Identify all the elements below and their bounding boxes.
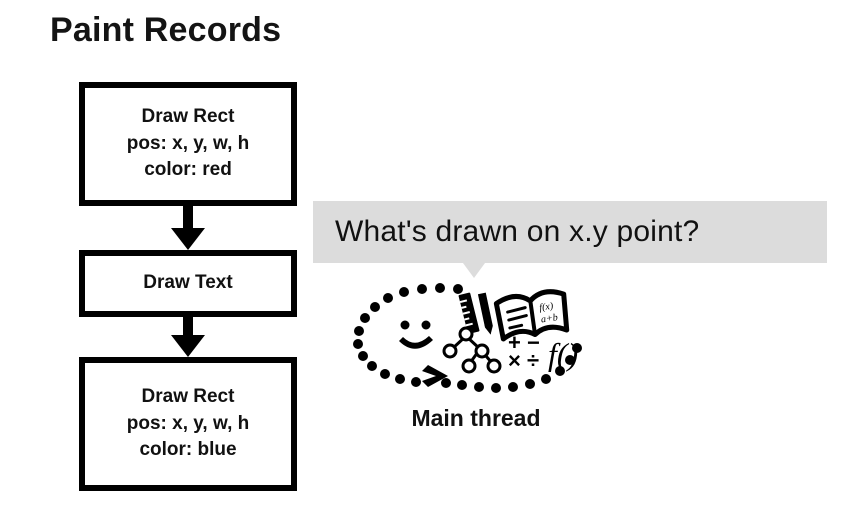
question-speech-bubble: What's drawn on x.y point? xyxy=(313,201,827,263)
open-book-icon: f(x) a+b xyxy=(493,289,570,342)
math-operators: + − × ÷ xyxy=(508,330,540,373)
record-line-title: Draw Text xyxy=(143,272,233,294)
question-text: What's drawn on x.y point? xyxy=(335,215,700,248)
ruler-icon xyxy=(458,292,480,334)
arrow-shaft xyxy=(183,206,193,230)
record-line-color: color: red xyxy=(144,159,232,181)
paint-record-box-draw-text: Draw Text xyxy=(79,250,297,317)
record-line-color: color: blue xyxy=(139,439,237,461)
main-thread-label: Main thread xyxy=(411,405,541,431)
record-line-title: Draw Rect xyxy=(141,105,235,127)
svg-text:+ −: + − xyxy=(508,330,540,355)
arrow-head xyxy=(171,335,205,357)
arrow-shaft xyxy=(183,317,193,337)
down-arrow-icon xyxy=(166,206,210,250)
record-line-title: Draw Rect xyxy=(141,385,235,407)
pencil-icon xyxy=(477,292,493,335)
function-notation-icon: f() xyxy=(548,336,578,372)
loop-arrow-head xyxy=(422,365,448,387)
record-line-pos: pos: x, y, w, h xyxy=(126,132,250,154)
record-line-pos: pos: x, y, w, h xyxy=(126,412,250,434)
paint-record-box-draw-rect-blue: Draw Rect pos: x, y, w, h color: blue xyxy=(79,357,297,491)
svg-text:× ÷: × ÷ xyxy=(508,348,539,373)
speech-bubble-tail xyxy=(463,263,485,278)
paint-record-box-draw-rect-red: Draw Rect pos: x, y, w, h color: red xyxy=(79,82,297,206)
svg-text:f(x): f(x) xyxy=(539,301,555,314)
thinking-loop-illustration: f(x) a+b + − × ÷ f() xyxy=(352,283,600,395)
page-title: Paint Records xyxy=(50,11,282,49)
node-tree-icon xyxy=(442,326,502,374)
smiley-face xyxy=(399,320,433,349)
dotted-oval-loop xyxy=(353,283,582,393)
arrow-head xyxy=(171,228,205,250)
down-arrow-icon xyxy=(166,317,210,357)
svg-text:a+b: a+b xyxy=(540,312,558,325)
